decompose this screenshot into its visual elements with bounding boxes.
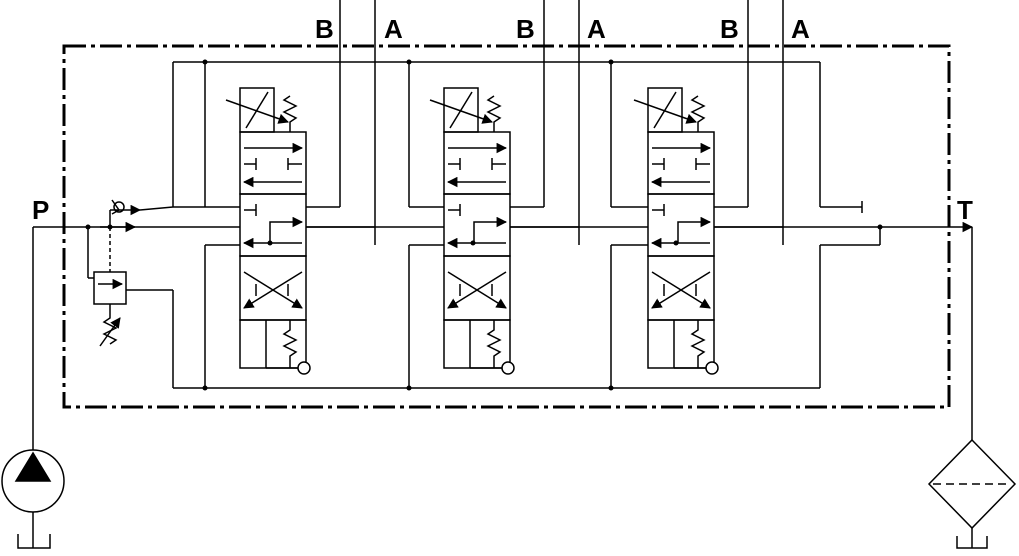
- relief-valve: [87, 227, 173, 347]
- section-1-port-b-label: B: [315, 14, 334, 44]
- pump-icon: [1, 449, 65, 549]
- valve-section-2: [429, 0, 580, 375]
- section-3-port-b-label: B: [720, 14, 739, 44]
- section-2-port-b-label: B: [516, 14, 535, 44]
- valve-section-1: [225, 0, 376, 375]
- section-1-port-a-label: A: [384, 14, 403, 44]
- port-t-label: T: [957, 195, 973, 225]
- valve-sections: [225, 0, 784, 375]
- filter-icon: [927, 438, 1017, 549]
- port-p-label: P: [32, 195, 49, 225]
- check-valve: [100, 199, 174, 233]
- valve-section-3: [633, 0, 784, 375]
- section-3-port-a-label: A: [791, 14, 810, 44]
- section-2-port-a-label: A: [587, 14, 606, 44]
